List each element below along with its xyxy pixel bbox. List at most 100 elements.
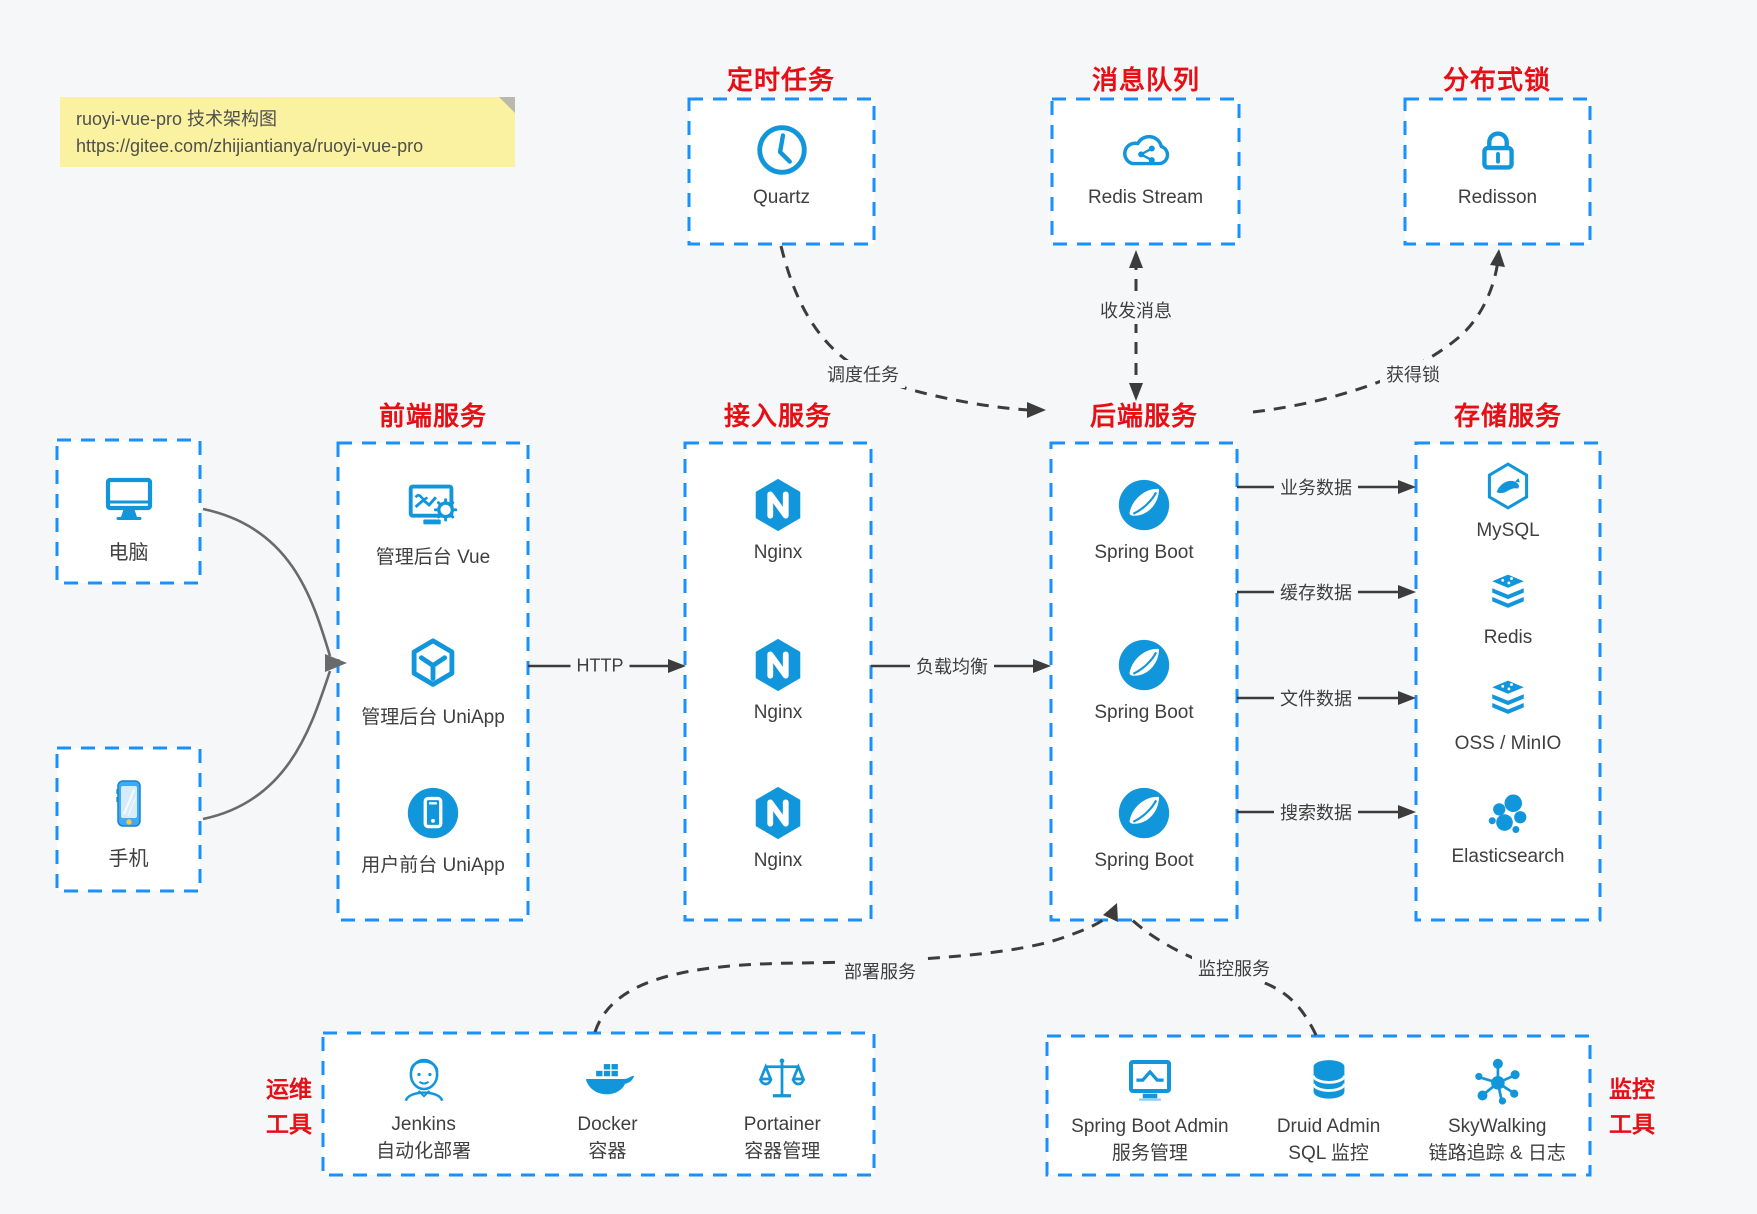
elasticsearch-label: Elasticsearch: [1451, 846, 1565, 867]
redis-icon: [1492, 574, 1524, 608]
client-curves: [202, 507, 332, 821]
druid-icon: [1311, 1060, 1346, 1099]
mysql-icon: [1487, 462, 1529, 510]
mobile-client-group: 手机: [57, 748, 200, 891]
edge-label-http: HTTP: [570, 654, 630, 678]
frontend-services-group: 管理后台 Vue 管理后台 UniApp 用户前台 UniApp: [338, 443, 528, 920]
admin-uniapp-label: 管理后台 UniApp: [361, 707, 505, 728]
title-frontend-services: 前端服务: [378, 401, 488, 431]
spring-icon: [1118, 787, 1170, 839]
skywalking-item: SkyWalking 链路追踪 & 日志: [1429, 1052, 1566, 1165]
monitor-tools-group: Spring Boot Admin 服务管理 Druid Admin SQL 监…: [1047, 1052, 1590, 1165]
druid-admin-desc: SQL 监控: [1288, 1142, 1369, 1164]
edge-label-monitor: 监控服务: [1192, 954, 1276, 982]
desktop-icon: [105, 477, 152, 520]
spring-icon: [1118, 639, 1170, 691]
note-title: ruoyi-vue-pro 技术架构图: [76, 109, 278, 129]
storage-services-group: MySQL Redis OSS / MinIO: [1416, 443, 1600, 920]
spring-boot-admin-name: Spring Boot Admin: [1071, 1116, 1229, 1137]
redis-stream-box: [1050, 97, 1241, 246]
mobile-client-label: 手机: [108, 848, 149, 870]
jenkins-icon: [404, 1058, 443, 1102]
backend-services-group: Spring Boot Spring Boot Spring Boot: [1051, 443, 1237, 920]
portainer-item: Portainer 容器管理: [744, 1050, 821, 1163]
portainer-name: Portainer: [743, 1114, 821, 1135]
spring-boot-admin-desc: 服务管理: [1111, 1142, 1188, 1164]
spring-boot-label: Spring Boot: [1094, 702, 1194, 723]
skywalking-name: SkyWalking: [1447, 1116, 1547, 1137]
edge-label-mq: 收发消息: [1094, 296, 1178, 324]
title-access-services: 接入服务: [723, 401, 833, 431]
edge-label-cache: 缓存数据: [1274, 578, 1358, 606]
title-backend-services: 后端服务: [1089, 401, 1199, 431]
nginx-label: Nginx: [753, 702, 803, 723]
access-services-group: Nginx Nginx Nginx: [685, 443, 871, 920]
mobile-icon: [115, 780, 141, 827]
lock-curve: [1252, 259, 1500, 414]
skywalking-desc: 链路追踪 & 日志: [1428, 1142, 1566, 1164]
edge-label-search: 搜索数据: [1274, 798, 1358, 826]
mobile-to-frontend-curve: [202, 670, 332, 821]
solid-arrowheads: [668, 480, 1416, 819]
spring-boot-admin-item: Spring Boot Admin 服务管理: [1071, 1052, 1229, 1165]
edge-label-schedule: 调度任务: [821, 360, 905, 388]
title-ops-tools: 运维 工具: [266, 1076, 312, 1137]
admin-vue-icon: [408, 484, 458, 525]
ops-tools-group: Jenkins 自动化部署 Docker 容器: [323, 1050, 874, 1163]
edge-label-deploy: 部署服务: [838, 957, 922, 985]
edge-label-file: 文件数据: [1274, 684, 1358, 712]
spring-boot-label: Spring Boot: [1094, 542, 1194, 563]
nginx-icon: [755, 638, 801, 692]
druid-admin-item: Druid Admin SQL 监控: [1276, 1052, 1381, 1165]
nginx-label: Nginx: [753, 850, 803, 871]
spring-icon: [1118, 479, 1170, 531]
quartz-label: Quartz: [752, 187, 811, 208]
redisson-group: Redisson: [1405, 99, 1590, 244]
oss-icon: [1492, 680, 1524, 714]
clock-icon: [756, 125, 807, 175]
docker-icon: [586, 1064, 635, 1095]
redisson-label: Redisson: [1457, 187, 1538, 208]
jenkins-name: Jenkins: [391, 1114, 456, 1135]
docker-item: Docker 容器: [577, 1050, 638, 1163]
sticky-note: ruoyi-vue-pro 技术架构图 https://gitee.com/zh…: [60, 97, 515, 167]
druid-admin-name: Druid Admin: [1276, 1116, 1381, 1137]
ops-tools-box: [321, 1031, 876, 1177]
jenkins-desc: 自动化部署: [376, 1140, 472, 1162]
docker-name: Docker: [577, 1114, 638, 1135]
title-message-queue: 消息队列: [1091, 65, 1201, 95]
redis-stream-label: Redis Stream: [1087, 187, 1204, 208]
edge-label-lb: 负载均衡: [910, 652, 994, 680]
cloud-mq-icon: [1122, 134, 1169, 166]
user-uniapp-label: 用户前台 UniApp: [361, 855, 505, 876]
lock-icon: [1481, 131, 1514, 170]
solid-wires: [528, 485, 1400, 814]
note-fold-corner: [499, 97, 515, 113]
title-storage-services: 存储服务: [1453, 401, 1563, 431]
nginx-icon: [755, 786, 801, 840]
portainer-desc: 容器管理: [744, 1140, 821, 1162]
oss-minio-label: OSS / MinIO: [1454, 733, 1562, 754]
docker-desc: 容器: [588, 1140, 627, 1162]
desktop-client-group: 电脑: [57, 440, 200, 583]
client-arrowhead: [325, 654, 347, 672]
admin-vue-label: 管理后台 Vue: [375, 547, 491, 568]
note-url: https://gitee.com/zhijiantianya/ruoyi-vu…: [76, 136, 424, 156]
spring-boot-admin-icon: [1128, 1059, 1171, 1101]
nginx-icon: [755, 478, 801, 532]
nginx-label: Nginx: [753, 542, 803, 563]
dashed-arrowheads: [1027, 249, 1505, 922]
skywalking-icon: [1475, 1058, 1520, 1105]
portainer-icon: [758, 1058, 806, 1098]
redisson-box: [1403, 97, 1592, 246]
elasticsearch-icon: [1488, 794, 1527, 833]
quartz-group: Quartz: [689, 99, 874, 244]
title-monitor-tools: 监控 工具: [1609, 1076, 1655, 1137]
title-distributed-lock: 分布式锁: [1442, 65, 1552, 95]
edge-label-biz: 业务数据: [1274, 473, 1358, 501]
jenkins-item: Jenkins 自动化部署: [376, 1050, 471, 1163]
desktop-client-label: 电脑: [108, 542, 149, 564]
user-app-icon: [407, 787, 459, 839]
edge-label-lock: 获得锁: [1380, 360, 1446, 388]
